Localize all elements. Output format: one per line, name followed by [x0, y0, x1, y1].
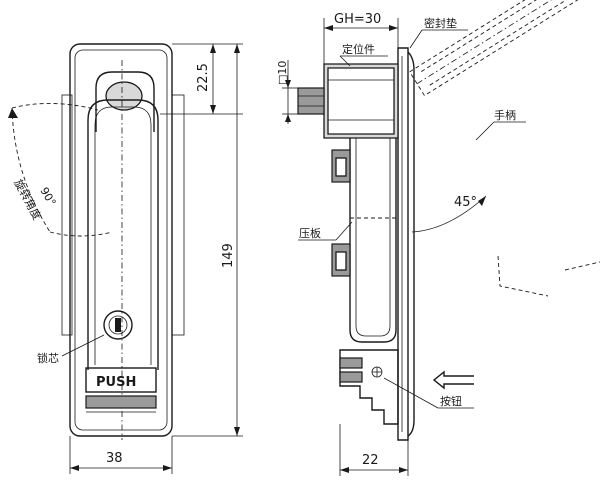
dim-top-offset-label: 22.5: [196, 63, 211, 92]
push-label: PUSH: [96, 375, 136, 390]
push-direction-arrow: [432, 370, 474, 390]
push-button-frame: [85, 367, 157, 393]
front-body-outline: [69, 43, 173, 437]
latch-block: [339, 349, 399, 425]
front-body-inner: [74, 49, 168, 431]
press-plate-label: 压板: [299, 226, 321, 240]
front-handle-outline: [87, 99, 159, 370]
lock-core-callout: 锁芯: [37, 334, 105, 365]
dim-height-label: 149: [221, 243, 236, 268]
dim-front-width-label: 38: [106, 451, 123, 466]
handle-label: 手柄: [494, 108, 516, 122]
press-plate-callout: 压板: [298, 221, 353, 241]
front-left-rail: [61, 94, 73, 336]
side-flange: [397, 47, 409, 441]
side-gasket: [407, 51, 415, 437]
rotation-direction-label: 旋转角度: [11, 177, 44, 222]
handle-angle-annotation: 45°: [411, 195, 487, 233]
dim-square-key: □10: [276, 60, 298, 124]
square-key: [297, 87, 325, 115]
rotation-angle-label: 90°: [37, 185, 58, 208]
front-recess-shadow: [105, 81, 143, 111]
front-right-rail: [171, 94, 185, 336]
lock-cylinder-inner: [108, 315, 128, 335]
push-button-base: [85, 395, 157, 409]
dim-side-depth-label: 22: [362, 453, 379, 468]
front-handle-inner: [94, 106, 152, 365]
seal-gasket-callout: 密封垫: [409, 16, 468, 49]
dim-top-offset: 22.5: [160, 43, 243, 115]
positioning-part-callout: 定位件: [339, 42, 388, 67]
lock-cylinder: [103, 310, 133, 340]
lock-core-label: 锁芯: [37, 351, 59, 365]
handle-callout: 手柄: [475, 108, 526, 141]
handle-open-position: [409, 0, 604, 297]
positioning-part-label: 定位件: [342, 42, 375, 56]
seal-gasket-label: 密封垫: [424, 16, 457, 30]
lock-keyway: [115, 318, 121, 332]
dim-square-key-label: □10: [276, 61, 289, 85]
dim-side-depth: 22: [339, 424, 409, 476]
side-body: [349, 89, 397, 343]
dim-grip-height-label: GH=30: [334, 12, 381, 27]
button-label: 按钮: [440, 394, 462, 408]
button-callout: 按钮: [383, 370, 474, 409]
front-view: PUSH: [61, 43, 185, 440]
dim-grip-height: GH=30: [323, 12, 399, 64]
front-top-recess: [95, 71, 155, 132]
dim-front-width: 38: [69, 436, 173, 474]
side-view: [297, 47, 415, 441]
dim-height: 149: [172, 44, 243, 437]
handle-angle-label: 45°: [454, 195, 477, 210]
